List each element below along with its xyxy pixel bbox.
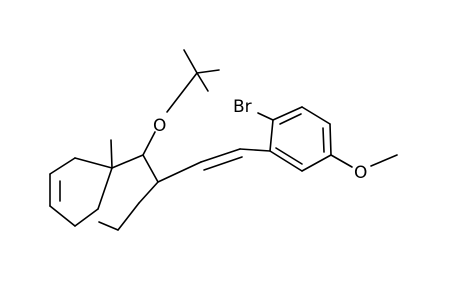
bond-methoxy-methyl: [370, 154, 398, 167]
bond-c8a-c8: [74, 157, 113, 169]
methoxy-oxygen-label: O: [354, 163, 367, 183]
bond-ar-c3-c4: [301, 106, 331, 125]
decalin-ring: [49, 139, 159, 231]
bond-c1-c2: [142, 154, 159, 183]
bond-ar-inner-2: [322, 127, 325, 153]
bond-c6-c5: [49, 205, 76, 227]
bond-c1-c8a: [111, 154, 144, 169]
bond-tbu-methyl-top: [183, 49, 198, 74]
vinyl-linker: [157, 148, 271, 183]
bond-c2-vinyl: [157, 161, 202, 183]
bond-ar-inner-3: [275, 147, 303, 165]
bond-ar-c1-c2: [269, 119, 274, 152]
bond-angular-methyl: [110, 139, 113, 169]
bond-c8a-c4a: [97, 167, 113, 210]
bond-ar-inner-1: [279, 113, 302, 125]
ether-oxygen-label: O: [153, 116, 166, 136]
bond-vinyl-double-inner: [203, 156, 243, 171]
bond-ar-c5-c6: [301, 154, 332, 172]
aromatic-ring: [269, 106, 332, 172]
bond-ar-c4-c5: [329, 123, 332, 156]
bond-c4-c4a: [98, 221, 119, 231]
bromine-label: Br: [233, 97, 252, 117]
bond-tbu-methyl-right: [196, 69, 220, 74]
bond-c3-c4: [117, 202, 140, 231]
bond-c2-c3: [138, 181, 159, 204]
bond-tbu-methyl-bottom: [196, 72, 209, 92]
bond-vinyl-double-outer: [200, 148, 241, 163]
bond-aryl-methoxy-oxygen: [330, 154, 353, 168]
tert-butyl-group: [166, 49, 220, 113]
bond-aryl-bromine: [257, 112, 274, 121]
bond-tbu-oxygen: [166, 72, 198, 113]
bond-ar-c6-c1: [269, 150, 303, 172]
bond-c5-c4a: [74, 208, 99, 227]
bond-oxygen-c1: [142, 131, 156, 156]
bond-c8-c7: [49, 157, 76, 175]
bond-vinyl-aryl: [239, 148, 271, 152]
bond-ar-c2-c3: [272, 106, 303, 121]
